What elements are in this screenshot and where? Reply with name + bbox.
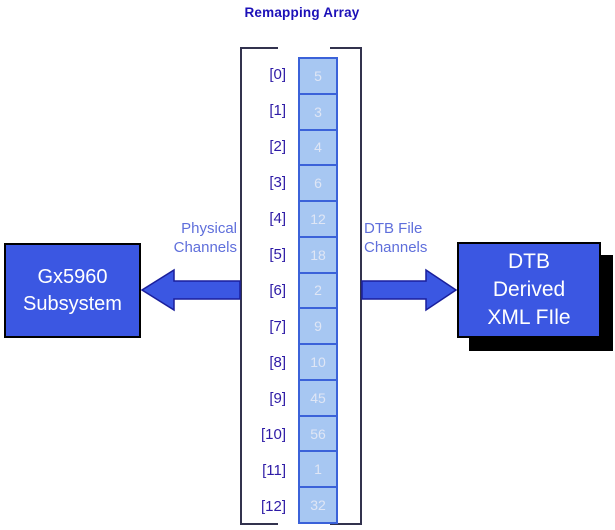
array-index-label: [1] — [269, 102, 286, 120]
array-index-label: [6] — [269, 281, 286, 299]
array-index-label: [5] — [269, 246, 286, 264]
array-cell-value: 6 — [300, 164, 336, 200]
array-cell-value: 32 — [300, 486, 336, 522]
array-cell-value: 9 — [300, 307, 336, 343]
array-index-label: [4] — [269, 210, 286, 228]
array-index-label: [2] — [269, 138, 286, 156]
right-arrow — [361, 268, 458, 312]
diagram-title: Remapping Array — [244, 5, 360, 20]
left-arrow — [140, 268, 241, 312]
dtb-box-line2: Derived — [492, 278, 566, 301]
array-index-label: [8] — [269, 353, 286, 371]
physical-channels-label: Physical Channels — [148, 219, 237, 257]
array-index-label: [11] — [262, 461, 286, 479]
array-cell-value: 18 — [300, 235, 336, 272]
array-index-label: [0] — [269, 66, 286, 84]
array-index-label: [10] — [260, 425, 286, 443]
dtb-derived-xml-file-box: DTB Derived XML FIle — [457, 242, 601, 338]
physical-channels-line2: Channels — [173, 239, 237, 256]
array-index-label: [3] — [269, 174, 286, 192]
array-index-label: [12] — [260, 497, 286, 515]
array-cell-value: 12 — [300, 200, 336, 236]
gx5960-subsystem-box: Gx5960 Subsystem — [4, 243, 141, 338]
dtb-box-line1: DTB — [508, 250, 550, 273]
array-cell-column: 5 3 4 6 12 18 2 9 10 45 56 1 32 — [298, 57, 338, 524]
array-index-label: [9] — [269, 389, 286, 407]
dtb-box-line3: XML FIle — [487, 306, 571, 329]
array-cell-value: 56 — [300, 414, 336, 451]
array-cell-value: 4 — [300, 128, 336, 165]
array-cell-value: 5 — [314, 67, 322, 84]
array-index-label: [7] — [269, 317, 286, 335]
gx5960-subsystem-line2: Subsystem — [23, 292, 122, 315]
array-index-column: [0] [1] [2] [3] [4] [5] [6] [7] [8] [9] … — [238, 57, 288, 524]
dtb-file-channels-line2: Channels — [364, 239, 428, 256]
dtb-file-channels-line1: DTB File — [364, 220, 423, 237]
array-cell-value: 1 — [300, 450, 336, 486]
gx5960-subsystem-line1: Gx5960 — [37, 265, 108, 288]
array-cell-value: 45 — [300, 378, 336, 415]
array-right-bracket — [330, 47, 362, 525]
array-left-bracket — [240, 47, 278, 525]
dtb-file-channels-label: DTB File Channels — [364, 219, 454, 257]
array-cell-value: 3 — [300, 92, 336, 129]
array-cell-value: 2 — [300, 271, 336, 308]
array-cell-value: 10 — [300, 343, 336, 379]
physical-channels-line1: Physical — [181, 220, 237, 237]
